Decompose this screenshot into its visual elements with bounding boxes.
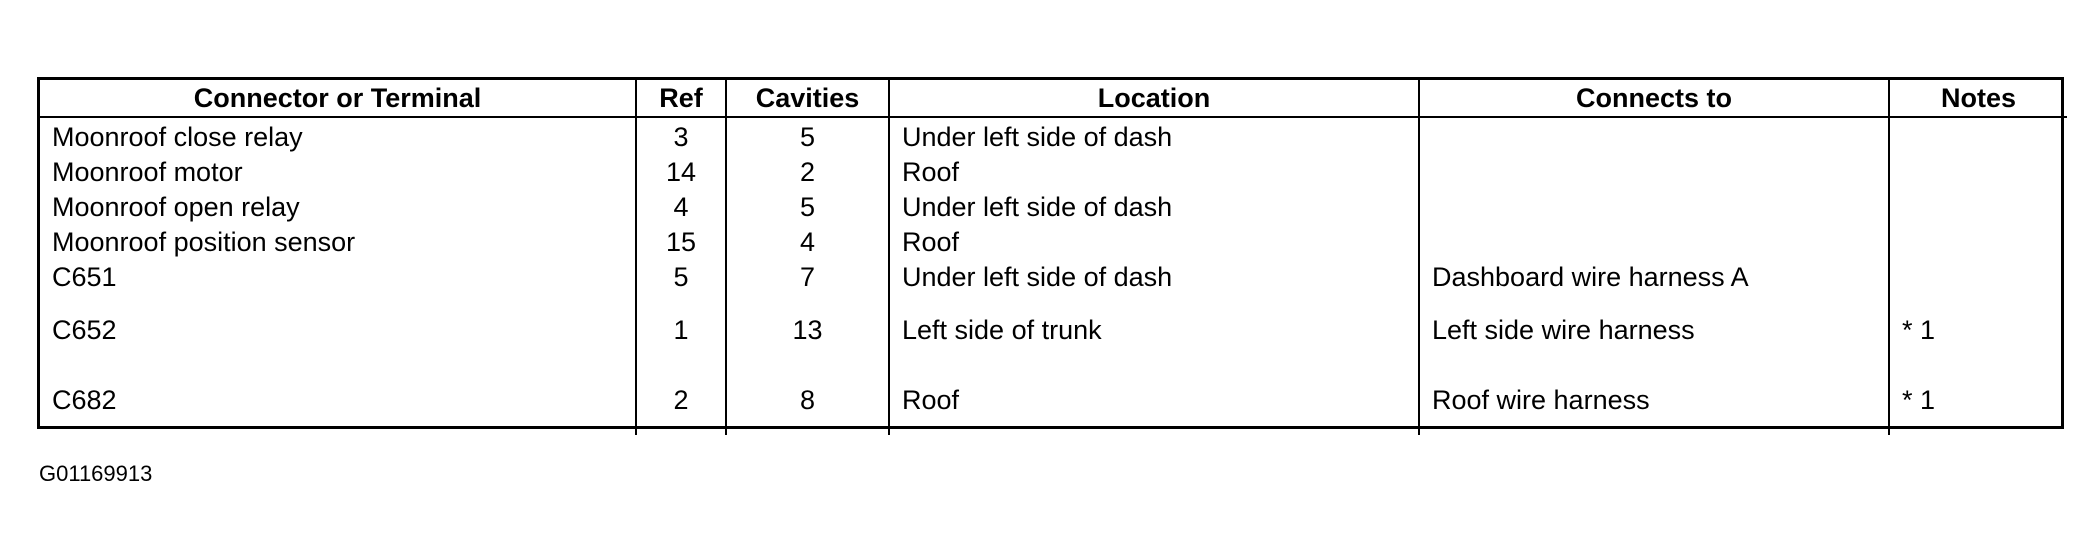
cell-notes	[1889, 117, 2067, 155]
cell-cavities: 4	[726, 225, 890, 260]
cell-connector: C682	[40, 365, 637, 435]
header-connector: Connector or Terminal	[40, 80, 637, 118]
cell-connects-to	[1419, 155, 1890, 190]
cell-ref: 3	[636, 117, 727, 155]
cell-notes	[1889, 155, 2067, 190]
cell-cavities: 5	[726, 190, 890, 225]
cell-ref: 2	[636, 365, 727, 435]
connector-table-frame: Connector or Terminal Ref Cavities Locat…	[37, 77, 2067, 435]
cell-connects-to: Dashboard wire harness A	[1419, 260, 1890, 295]
cell-location: Under left side of dash	[889, 190, 1420, 225]
cell-location: Left side of trunk	[889, 295, 1420, 365]
cell-ref: 14	[636, 155, 727, 190]
cell-ref: 1	[636, 295, 727, 365]
cell-connects-to	[1419, 225, 1890, 260]
header-location: Location	[889, 80, 1420, 118]
cell-connects-to: Left side wire harness	[1419, 295, 1890, 365]
cell-notes: * 1	[1902, 314, 1936, 345]
figure-id: G01169913	[39, 461, 153, 486]
cell-connects-to: Roof wire harness	[1419, 365, 1890, 435]
cell-cavities: 5	[726, 117, 890, 155]
cell-connects-to	[1419, 190, 1890, 225]
cell-cavities: 8	[726, 365, 890, 435]
connector-table: Connector or Terminal Ref Cavities Locat…	[40, 80, 2067, 435]
table-row: Moonroof close relay 3 5 Under left side…	[40, 117, 2067, 155]
header-notes: Notes	[1889, 80, 2067, 118]
cell-notes	[1889, 260, 2067, 295]
cell-connector: Moonroof close relay	[40, 117, 637, 155]
cell-location: Roof	[889, 365, 1420, 435]
cell-connector: Moonroof open relay	[40, 190, 637, 225]
cell-connector: Moonroof position sensor	[40, 225, 637, 260]
cell-notes: * 1	[1902, 384, 1936, 415]
table-row: Moonroof position sensor 15 4 Roof	[40, 225, 2067, 260]
cell-location: Roof	[889, 225, 1420, 260]
cell-notes	[1889, 190, 2067, 225]
cell-location: Under left side of dash	[889, 260, 1420, 295]
table-row: C682 2 8 Roof Roof wire harness * 1	[40, 365, 2067, 435]
cell-cavities: 7	[726, 260, 890, 295]
table-row: Moonroof open relay 4 5 Under left side …	[40, 190, 2067, 225]
cell-notes	[1889, 225, 2067, 260]
table-row: Moonroof motor 14 2 Roof	[40, 155, 2067, 190]
cell-ref: 5	[636, 260, 727, 295]
header-connects-to: Connects to	[1419, 80, 1890, 118]
cell-cavities: 13	[726, 295, 890, 365]
cell-connects-to	[1419, 117, 1890, 155]
cell-location: Roof	[889, 155, 1420, 190]
cell-connector: C652	[40, 295, 637, 365]
header-cavities: Cavities	[726, 80, 890, 118]
table-header-row: Connector or Terminal Ref Cavities Locat…	[40, 80, 2067, 118]
cell-cavities: 2	[726, 155, 890, 190]
header-ref: Ref	[636, 80, 727, 118]
cell-ref: 15	[636, 225, 727, 260]
cell-connector: Moonroof motor	[40, 155, 637, 190]
table-row: C652 1 13 Left side of trunk Left side w…	[40, 295, 2067, 365]
cell-connector: C651	[40, 260, 637, 295]
table-row: C651 5 7 Under left side of dash Dashboa…	[40, 260, 2067, 295]
cell-location: Under left side of dash	[889, 117, 1420, 155]
cell-ref: 4	[636, 190, 727, 225]
